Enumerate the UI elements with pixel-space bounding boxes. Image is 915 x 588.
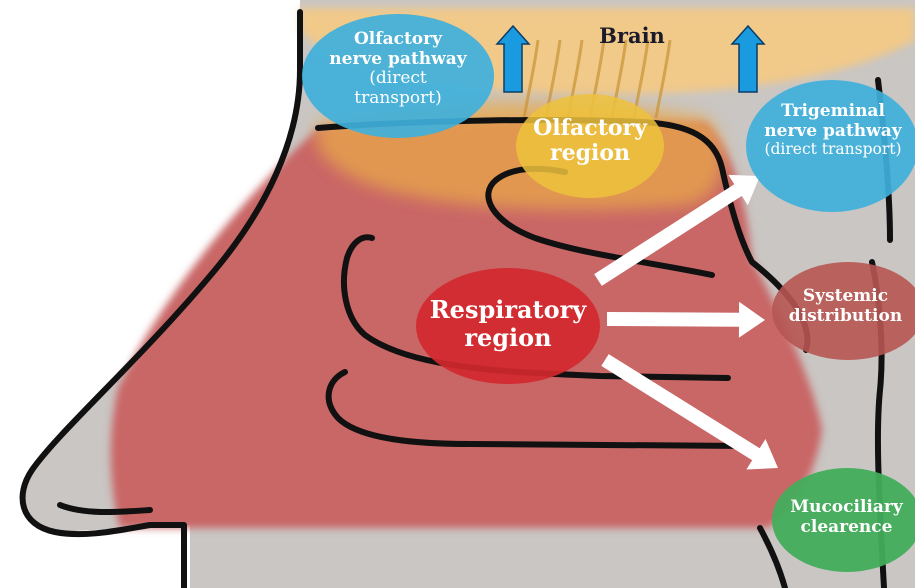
respiratory-region-line2: region bbox=[420, 324, 596, 352]
olfactory-pathway-label: Olfactory nerve pathway (direct transpor… bbox=[318, 30, 478, 108]
mucociliary-clearance-line2: clearence bbox=[778, 518, 915, 538]
olfactory-region-line2: region bbox=[520, 141, 660, 166]
trigeminal-pathway-label: Trigeminal nerve pathway (direct transpo… bbox=[752, 102, 914, 159]
olfactory-pathway-line1: Olfactory bbox=[318, 30, 478, 50]
olfactory-pathway-line4: transport) bbox=[318, 89, 478, 109]
mucociliary-clearance-line1: Mucociliary bbox=[778, 498, 915, 518]
systemic-distribution-line2: distribution bbox=[776, 307, 915, 327]
olfactory-pathway-line2: nerve pathway bbox=[318, 50, 478, 70]
trigeminal-pathway-line1: Trigeminal bbox=[752, 102, 914, 122]
systemic-distribution-label: Systemic distribution bbox=[776, 287, 915, 326]
trigeminal-pathway-line2: nerve pathway bbox=[752, 122, 914, 142]
trigeminal-pathway-line3: (direct transport) bbox=[752, 141, 914, 159]
brain-label: Brain bbox=[592, 24, 672, 48]
mucociliary-clearance-label: Mucociliary clearence bbox=[778, 498, 915, 537]
systemic-distribution-line1: Systemic bbox=[776, 287, 915, 307]
olfactory-region-label: Olfactory region bbox=[520, 116, 660, 167]
respiratory-region-line1: Respiratory bbox=[420, 296, 596, 324]
respiratory-region-label: Respiratory region bbox=[420, 296, 596, 351]
olfactory-pathway-line3: (direct bbox=[318, 69, 478, 89]
olfactory-region-line1: Olfactory bbox=[520, 116, 660, 141]
